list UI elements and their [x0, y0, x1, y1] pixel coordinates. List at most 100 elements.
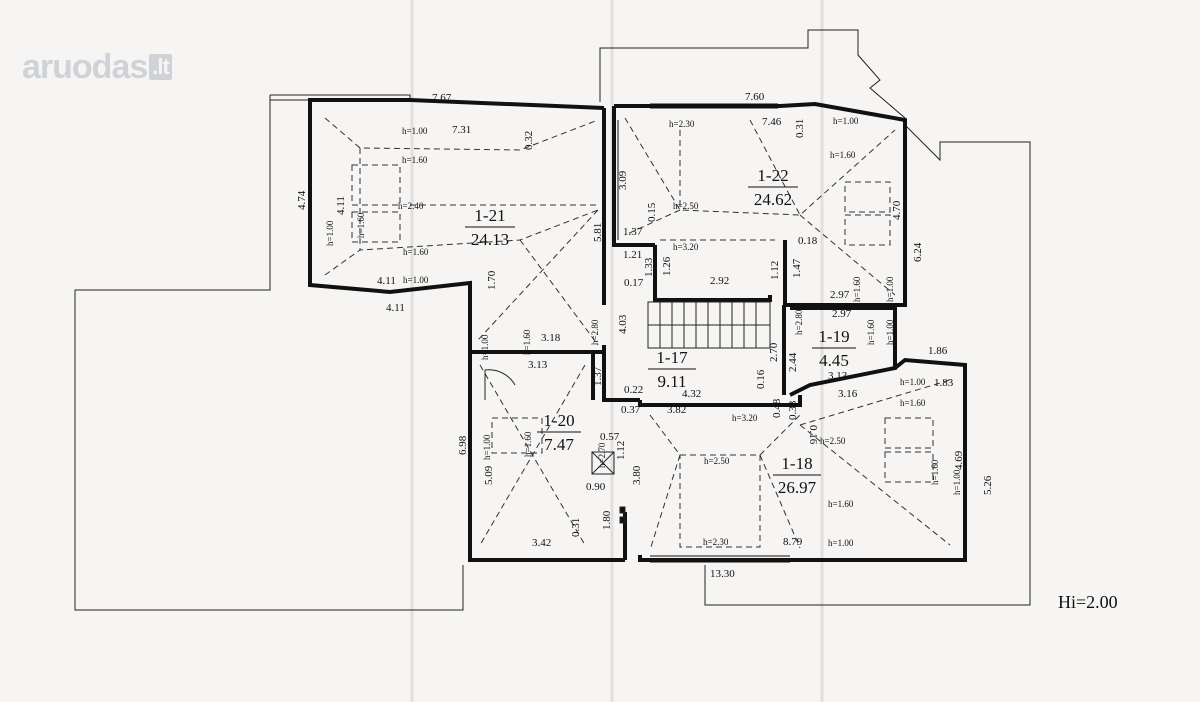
dimension: 1.26 — [661, 256, 673, 276]
height-label: h=2.70 — [597, 442, 607, 468]
height-label: h=1.00 — [403, 275, 429, 285]
dimension: 0.16 — [755, 369, 767, 389]
staircase — [647, 301, 771, 349]
height-label: h=2.50 — [820, 436, 846, 446]
height-label: h=1.00 — [885, 319, 895, 345]
dimension: 0.16 — [807, 425, 819, 445]
aruodas-logo: aruodas.lt — [22, 48, 172, 87]
logo-tld: .lt — [149, 54, 172, 80]
hi-label: Hi=2.00 — [1058, 592, 1118, 612]
dimension: 5.26 — [982, 475, 994, 495]
dimension: 2.97 — [832, 308, 852, 320]
height-label: h=2.30 — [669, 119, 695, 129]
dimension: 1.12 — [769, 261, 781, 280]
height-label: h=2.80 — [794, 309, 804, 335]
height-label: h=1.00 — [952, 469, 962, 495]
dimension: 4.70 — [891, 200, 903, 220]
height-labels: h=1.00 h=1.60 h=2.40 h=1.60 h=1.00 h=2.3… — [398, 116, 926, 548]
height-label: h=1.60 — [403, 247, 429, 257]
room-id: 1-22 — [757, 166, 788, 185]
dimension: 1.37 — [592, 366, 604, 386]
room-area: 24.62 — [754, 190, 792, 209]
room-labels: 1-21 24.13 1-22 24.62 1-17 9.11 1-20 7.4… — [465, 166, 856, 497]
dimension: 7.31 — [452, 124, 471, 136]
dimension: 6.98 — [457, 435, 469, 455]
height-label: h=1.60 — [522, 329, 532, 355]
dimension: 3.09 — [617, 170, 629, 190]
height-label: h=1.00 — [828, 538, 854, 548]
dimension: 3.13 — [528, 359, 548, 371]
dimension: 1.47 — [791, 258, 803, 278]
dimension: 0.38 — [787, 400, 799, 420]
height-label: h=1.00 — [325, 220, 335, 246]
height-label: h=1.60 — [900, 398, 926, 408]
room-id: 1-21 — [474, 206, 505, 225]
height-label: h=1.00 — [480, 334, 490, 360]
height-label: h=1.60 — [828, 499, 854, 509]
dimension: 4.11 — [386, 302, 405, 314]
dimension: 1.33 — [643, 257, 655, 277]
dimension: 1.86 — [928, 345, 948, 357]
room-area: 26.97 — [778, 478, 817, 497]
room-id: 1-17 — [656, 348, 688, 367]
dimension: 0.31 — [794, 119, 806, 138]
height-label: h=1.00 — [833, 116, 859, 126]
room-area: 4.45 — [819, 351, 849, 370]
height-label: h=2.80 — [590, 319, 600, 345]
height-label: h=1.60 — [402, 155, 428, 165]
dimension: 3.18 — [541, 332, 561, 344]
height-label: h=3.20 — [732, 413, 758, 423]
dimension: 5.81 — [592, 223, 604, 242]
height-label: h=3.20 — [673, 242, 699, 252]
height-label: h=1.60 — [930, 459, 940, 485]
height-label: h=2.30 — [703, 537, 729, 547]
height-labels-vertical: h=1.00 h=1.60 h=1.60 h=1.00 h=1.00 h=1.6… — [325, 212, 962, 495]
dimension: 4.11 — [377, 275, 396, 287]
dimension-labels-vertical: 0.32 0.31 4.74 4.11 3.09 0.15 5.81 1.33 … — [296, 119, 994, 537]
dimension: 0.48 — [771, 398, 783, 418]
dimension: 4.69 — [953, 450, 965, 470]
dimension: 5.09 — [483, 465, 495, 485]
dimension: 3.16 — [838, 388, 858, 400]
dimension: 7.46 — [762, 116, 782, 128]
dimension: 0.18 — [798, 235, 818, 247]
height-label: h=1.60 — [852, 276, 862, 302]
dimension: 1.37 — [623, 226, 643, 238]
dimension: 3.82 — [667, 404, 686, 416]
dimension: 6.24 — [912, 242, 924, 262]
height-label: h=1.00 — [885, 276, 895, 302]
doors — [484, 369, 626, 524]
dimension: 13.30 — [710, 568, 735, 580]
dimension: 1.83 — [934, 377, 954, 389]
dimension: 4.03 — [617, 314, 629, 334]
dimension: 4.74 — [296, 190, 308, 210]
dimension: 0.90 — [586, 481, 606, 493]
height-label: h=2.50 — [704, 456, 730, 466]
dimension: 0.37 — [621, 404, 641, 416]
height-label: h=1.60 — [866, 319, 876, 345]
dimension: 1.12 — [615, 441, 627, 460]
dimension-labels: 7.67 7.60 7.31 7.46 4.11 4.11 1.37 1.21 … — [377, 91, 954, 580]
dimension: 3.13 — [828, 370, 848, 382]
slope-lines — [324, 117, 951, 551]
height-label: h=1.00 — [900, 377, 926, 387]
windows — [617, 103, 790, 563]
room-area: 24.13 — [471, 230, 509, 249]
height-label: h=2.40 — [398, 201, 424, 211]
height-label: h=1.60 — [830, 150, 856, 160]
height-label: h=1.00 — [482, 434, 492, 460]
room-id: 1-20 — [543, 411, 574, 430]
dimension: 0.15 — [646, 202, 658, 222]
room-area: 7.47 — [544, 435, 574, 454]
dimension: 3.80 — [631, 465, 643, 485]
height-label: h=1.60 — [523, 431, 533, 457]
room-id: 1-19 — [818, 327, 849, 346]
dimension: 2.97 — [830, 289, 850, 301]
site-outline — [74, 29, 1031, 611]
dimension: 2.92 — [710, 275, 729, 287]
dimension: 0.17 — [624, 277, 644, 289]
dimension: 7.60 — [745, 91, 765, 103]
dimension: 8.79 — [783, 536, 803, 548]
height-label: h=1.00 — [402, 126, 428, 136]
